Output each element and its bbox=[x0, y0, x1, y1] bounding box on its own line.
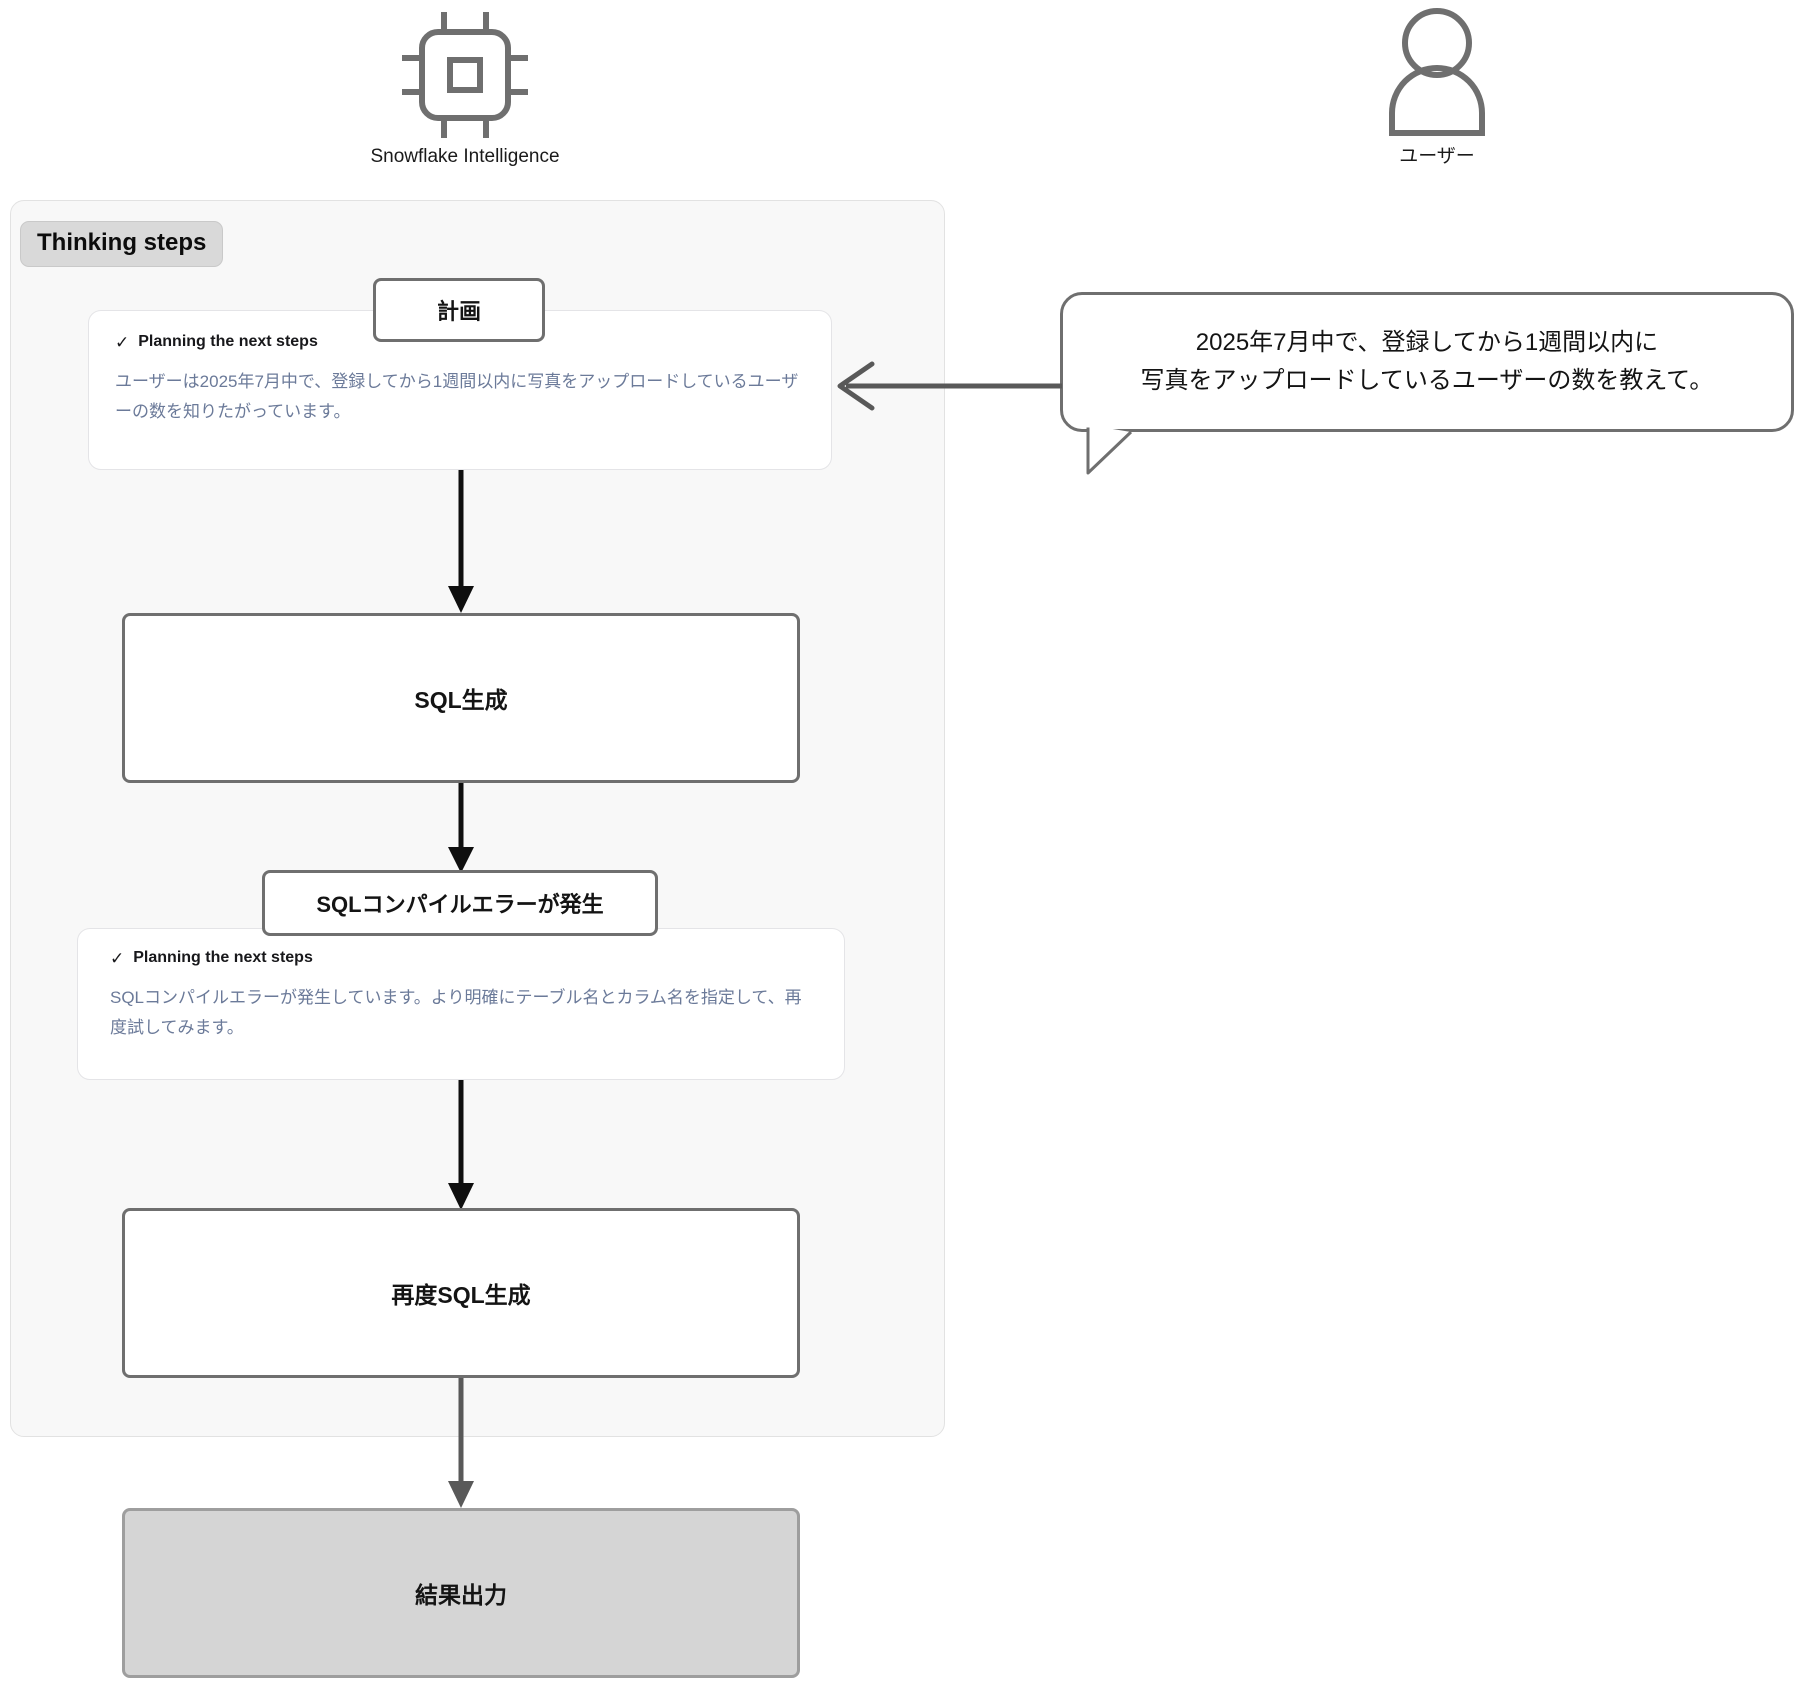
planning-card-1-heading: Planning the next steps bbox=[138, 333, 318, 350]
node-result-output[interactable]: 結果出力 bbox=[122, 1508, 800, 1678]
node-plan[interactable]: 計画 bbox=[373, 278, 545, 342]
check-icon: ✓ bbox=[110, 948, 125, 968]
user-question-line-1: 2025年7月中で、登録してから1週間以内に bbox=[1195, 328, 1659, 356]
planning-card-1-header: ✓ Planning the next steps bbox=[115, 333, 805, 351]
arrow-sql-generate-to-error bbox=[440, 783, 482, 875]
cpu-chip-icon bbox=[395, 10, 535, 140]
node-sql-generate[interactable]: SQL生成 bbox=[122, 613, 800, 783]
arrow-user-to-planning-card-1 bbox=[830, 358, 1066, 414]
user-question-bubble[interactable]: 2025年7月中で、登録してから1週間以内に 写真をアップロードしているユーザー… bbox=[1060, 292, 1794, 432]
planning-card-2-body: SQLコンパイルエラーが発生しています。より明確にテーブル名とカラム名を指定して… bbox=[110, 988, 802, 1037]
planning-card-2[interactable]: ✓ Planning the next steps SQLコンパイルエラーが発生… bbox=[77, 928, 845, 1080]
actor-label-snowflake-intelligence: Snowflake Intelligence bbox=[370, 146, 560, 167]
bubble-tail bbox=[1085, 422, 1155, 485]
planning-card-1-body: ユーザーは2025年7月中で、登録してから1週間以内に写真をアップロードしている… bbox=[115, 372, 799, 421]
planning-card-2-header: ✓ Planning the next steps bbox=[110, 949, 812, 967]
thinking-steps-badge: Thinking steps bbox=[20, 221, 224, 267]
arrow-error-to-sql-regenerate bbox=[440, 1080, 482, 1212]
user-question-line-2: 写真をアップロードしているユーザーの数を教えて。 bbox=[1140, 367, 1714, 394]
arrow-plan-to-sql-generate bbox=[440, 470, 482, 615]
node-sql-compile-error[interactable]: SQLコンパイルエラーが発生 bbox=[262, 870, 658, 936]
check-icon: ✓ bbox=[115, 332, 130, 352]
arrow-sql-regenerate-to-result bbox=[440, 1378, 482, 1510]
planning-card-2-heading: Planning the next steps bbox=[133, 949, 313, 966]
node-sql-regenerate[interactable]: 再度SQL生成 bbox=[122, 1208, 800, 1378]
actor-label-user: ユーザー bbox=[1399, 146, 1475, 167]
user-avatar-icon bbox=[1382, 5, 1492, 140]
